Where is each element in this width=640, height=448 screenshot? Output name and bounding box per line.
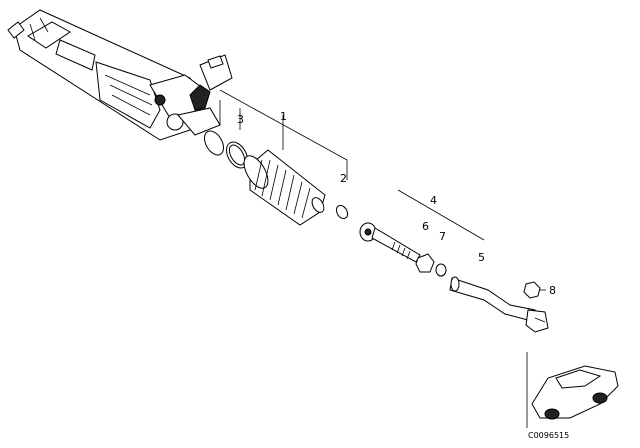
steering-gear-housing [7, 9, 233, 141]
callout-6: 6 [422, 220, 429, 233]
vehicle-inset-icon [526, 352, 619, 428]
callout-8: 8 [549, 284, 556, 297]
leader-lines [219, 89, 546, 291]
small-clamp [335, 204, 349, 220]
lock-nut [415, 253, 435, 273]
callout-3: 3 [237, 113, 244, 126]
inner-tie-rod [359, 222, 421, 263]
diagram-code: C0096515 [528, 431, 569, 440]
tie-rod-end [449, 276, 549, 333]
washer [435, 263, 447, 277]
callout-4: 4 [430, 194, 437, 207]
callout-7: 7 [439, 230, 446, 243]
large-o-ring [204, 130, 224, 156]
callout-1: 1 [280, 110, 287, 123]
callout-2: 2 [340, 172, 347, 185]
self-locking-nut [523, 281, 541, 299]
rack-boot-bellows [243, 149, 326, 226]
callout-5: 5 [478, 251, 485, 264]
